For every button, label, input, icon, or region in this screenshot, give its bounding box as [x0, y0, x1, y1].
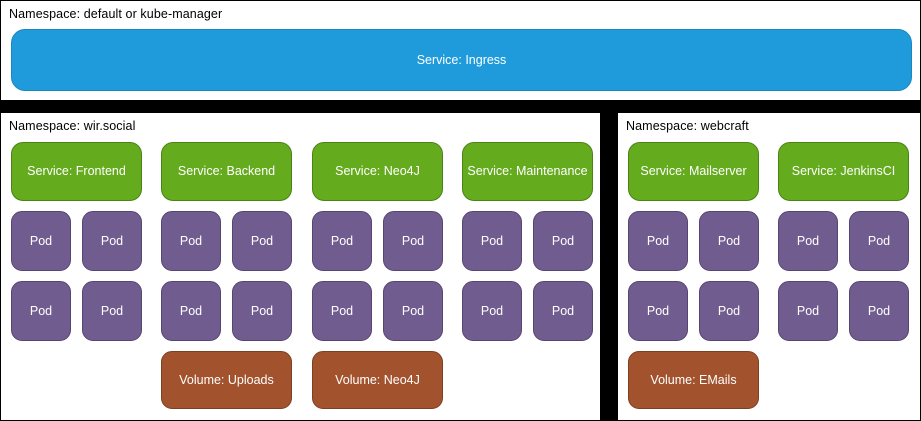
service-frontend-label: Service: Frontend — [27, 164, 126, 178]
service-maintenance-label: Service: Maintenance — [467, 164, 588, 178]
pod[interactable]: Pod — [161, 211, 221, 271]
pod[interactable]: Pod — [462, 281, 522, 341]
service-ingress-label: Service: Ingress — [416, 52, 507, 67]
service-mailserver-label: Service: Mailserver — [640, 164, 747, 178]
pod-label: Pod — [330, 303, 354, 318]
pod[interactable]: Pod — [849, 281, 909, 341]
pod[interactable]: Pod — [533, 281, 593, 341]
namespace-label-webcraft: Namespace: webcraft — [626, 119, 749, 133]
pod-label: Pod — [646, 303, 670, 318]
pod-label: Pod — [100, 233, 124, 248]
namespace-panel-webcraft: Namespace: webcraft Service: Mailserver … — [617, 112, 921, 421]
service-backend-label: Service: Backend — [177, 164, 276, 178]
volume-emails[interactable]: Volume: EMails — [628, 351, 759, 409]
service-neo4j[interactable]: Service: Neo4J — [312, 142, 443, 201]
service-backend[interactable]: Service: Backend — [161, 142, 292, 201]
pod[interactable]: Pod — [383, 281, 443, 341]
pod-label: Pod — [401, 233, 425, 248]
volume-uploads[interactable]: Volume: Uploads — [161, 351, 292, 409]
pod[interactable]: Pod — [161, 281, 221, 341]
pod-label: Pod — [250, 303, 274, 318]
service-mailserver[interactable]: Service: Mailserver — [628, 142, 759, 201]
pod[interactable]: Pod — [82, 281, 142, 341]
pod[interactable]: Pod — [232, 281, 292, 341]
pod[interactable]: Pod — [849, 211, 909, 271]
volume-neo4j-label: Volume: Neo4J — [335, 372, 420, 387]
pod[interactable]: Pod — [11, 281, 71, 341]
pod-label: Pod — [250, 233, 274, 248]
pod-label: Pod — [29, 303, 53, 318]
pod[interactable]: Pod — [383, 211, 443, 271]
pod[interactable]: Pod — [699, 281, 759, 341]
pod[interactable]: Pod — [312, 281, 372, 341]
pod-label: Pod — [867, 303, 891, 318]
pod-label: Pod — [480, 233, 504, 248]
pod-label: Pod — [330, 233, 354, 248]
volume-emails-label: Volume: EMails — [650, 372, 737, 387]
pod-label: Pod — [796, 233, 820, 248]
pod-label: Pod — [179, 303, 203, 318]
pod-label: Pod — [29, 233, 53, 248]
pod-label: Pod — [401, 303, 425, 318]
pod-label: Pod — [796, 303, 820, 318]
service-jenkinsci-label: Service: JenkinsCI — [791, 164, 896, 178]
volume-neo4j[interactable]: Volume: Neo4J — [312, 351, 443, 409]
pod[interactable]: Pod — [462, 211, 522, 271]
namespace-label-default: Namespace: default or kube-manager — [9, 7, 223, 21]
pod[interactable]: Pod — [628, 211, 688, 271]
namespace-label-wir-social: Namespace: wir.social — [9, 119, 136, 133]
pod-label: Pod — [551, 303, 575, 318]
pod-label: Pod — [551, 233, 575, 248]
service-neo4j-label: Service: Neo4J — [335, 164, 420, 178]
pod[interactable]: Pod — [699, 211, 759, 271]
pod-label: Pod — [480, 303, 504, 318]
pod-label: Pod — [100, 303, 124, 318]
pod[interactable]: Pod — [232, 211, 292, 271]
namespace-panel-wir-social: Namespace: wir.social Service: Frontend … — [0, 112, 601, 421]
pod[interactable]: Pod — [312, 211, 372, 271]
pod[interactable]: Pod — [628, 281, 688, 341]
pod-label: Pod — [717, 303, 741, 318]
service-frontend[interactable]: Service: Frontend — [11, 142, 142, 201]
pod[interactable]: Pod — [778, 211, 838, 271]
pod-label: Pod — [179, 233, 203, 248]
pod[interactable]: Pod — [778, 281, 838, 341]
pod-label: Pod — [646, 233, 670, 248]
service-maintenance[interactable]: Service: Maintenance — [462, 142, 593, 201]
pod-label: Pod — [867, 233, 891, 248]
pod-label: Pod — [717, 233, 741, 248]
service-jenkinsci[interactable]: Service: JenkinsCI — [778, 142, 909, 201]
volume-uploads-label: Volume: Uploads — [179, 372, 274, 387]
service-ingress[interactable]: Service: Ingress — [11, 29, 912, 91]
pod[interactable]: Pod — [533, 211, 593, 271]
namespace-panel-default: Namespace: default or kube-manager Servi… — [0, 0, 921, 101]
pod[interactable]: Pod — [82, 211, 142, 271]
pod[interactable]: Pod — [11, 211, 71, 271]
